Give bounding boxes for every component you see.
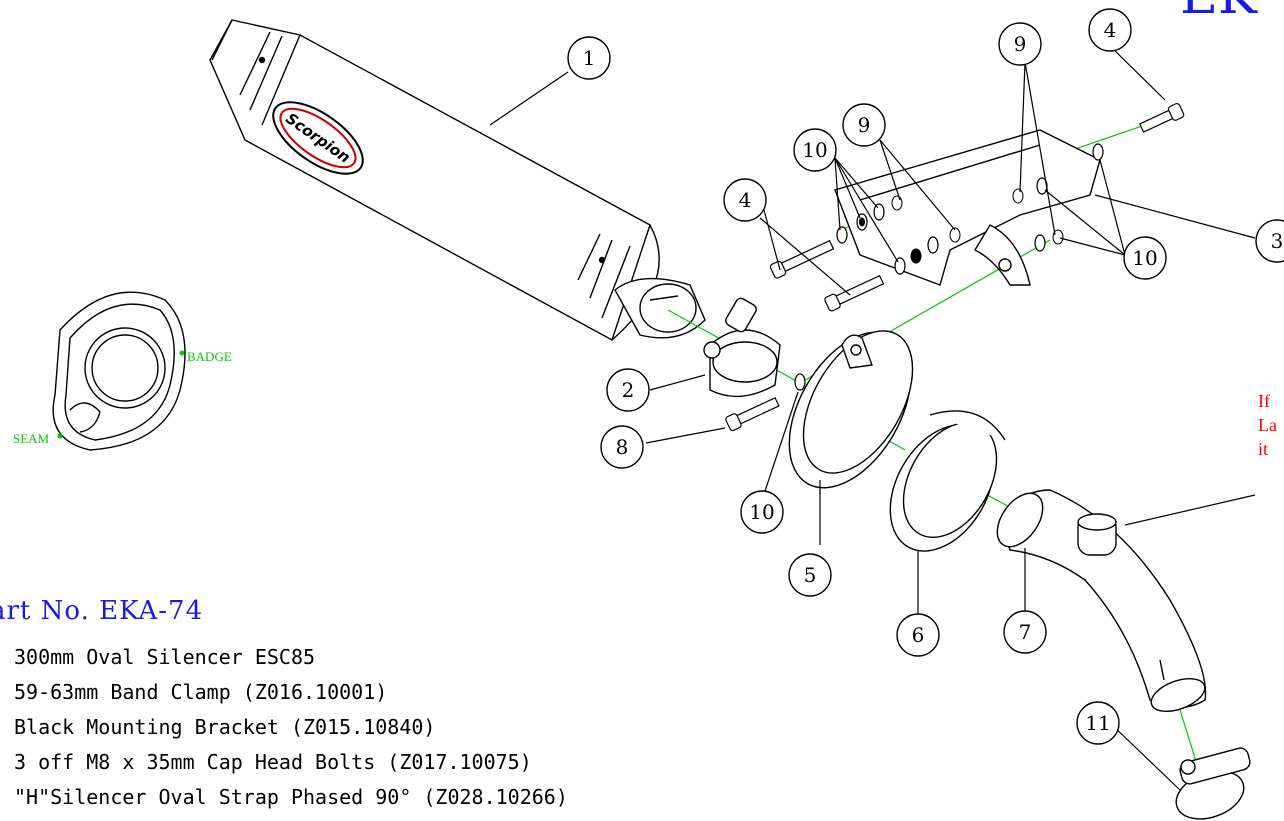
parts-list-item: "H"Silencer Oval Strap Phased 90° (Z028.…	[14, 785, 568, 809]
callout-4-right: 4	[1104, 18, 1117, 42]
callout-3: 3	[1271, 229, 1284, 253]
callout-8: 8	[616, 435, 629, 459]
callout-10-right: 10	[1132, 246, 1157, 270]
side-note-line-3: it	[1258, 439, 1268, 459]
silencer-body	[209, 19, 706, 342]
side-note-line-1: If	[1258, 391, 1270, 411]
oval-strap-part	[788, 330, 914, 489]
callout-circles	[567, 8, 1284, 745]
parts-list-item: Black Mounting Bracket (Z015.10840)	[14, 715, 436, 739]
drawing-title: EK	[1180, 0, 1257, 26]
parts-list-item: 59-63mm Band Clamp (Z016.10001)	[14, 680, 388, 704]
callout-4-left: 4	[739, 188, 752, 212]
scorpion-logo	[272, 101, 364, 175]
seam-label: SEAM	[13, 431, 50, 446]
bolts	[725, 102, 1185, 432]
callout-11: 11	[1085, 711, 1110, 735]
callout-2: 2	[622, 378, 635, 402]
callout-numbers: 1 2 3 4 4 5 6 7 8 9 9 10 10 10 11	[583, 18, 1284, 735]
callout-7: 7	[1019, 620, 1032, 644]
link-pipe-part	[996, 489, 1207, 712]
badge-label: BADGE	[187, 349, 232, 364]
end-cap-detail	[52, 291, 186, 451]
part-number-title: art No. EKA-74	[0, 596, 204, 626]
small-clamp-part	[1175, 747, 1251, 820]
parts-list-item: 300mm Oval Silencer ESC85	[14, 645, 316, 669]
callout-5: 5	[804, 563, 817, 587]
side-note-line-2: La	[1258, 415, 1277, 435]
callout-10-top: 10	[802, 138, 827, 162]
callout-10-bottom: 10	[749, 500, 774, 524]
callout-1: 1	[583, 46, 596, 70]
leader-lines	[489, 45, 1256, 791]
band-clamp-part	[703, 297, 781, 398]
parts-list: 300mm Oval Silencer ESC85 59-63mm Band C…	[14, 640, 568, 815]
callout-6: 6	[912, 623, 925, 647]
mounting-bracket-part	[834, 129, 1101, 286]
callout-9-left: 9	[858, 113, 871, 137]
sleeve-part	[889, 410, 1006, 552]
callout-9-right: 9	[1014, 32, 1027, 56]
parts-list-item: 3 off M8 x 35mm Cap Head Bolts (Z017.100…	[14, 750, 532, 774]
